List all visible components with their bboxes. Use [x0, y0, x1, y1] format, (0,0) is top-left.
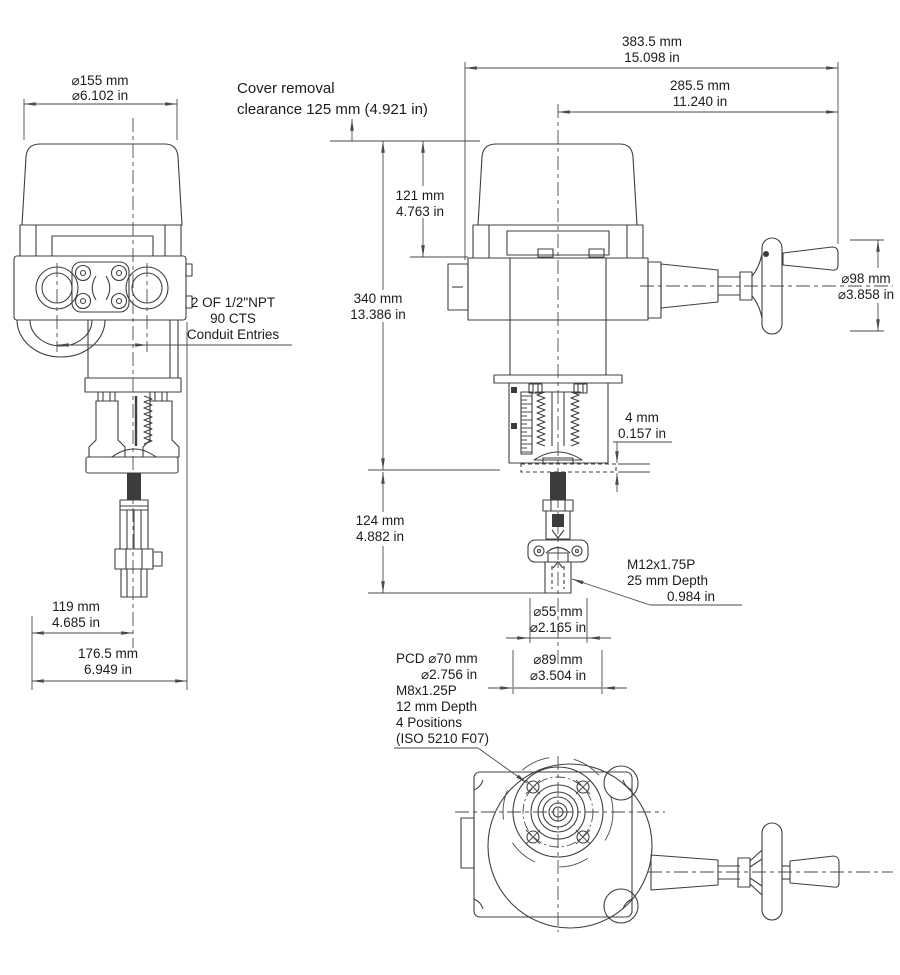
drive-shaft [660, 263, 719, 309]
note-cover-removal-2: clearance 125 mm (4.921 in) [237, 101, 428, 118]
note-stem-thread-2: 25 mm Depth [627, 573, 708, 588]
side-boss [447, 263, 469, 311]
dim-176-in: 6.949 in [84, 662, 132, 677]
threaded-rod [550, 472, 566, 500]
stem-cap [111, 448, 157, 458]
adapter-plate-hidden [520, 463, 617, 473]
threaded-rod [127, 473, 141, 500]
cover [477, 143, 638, 226]
note-stem-thread-3: 0.984 in [667, 589, 715, 604]
dim-55-in: ⌀2.165 in [530, 620, 586, 635]
dim-89-mm: ⌀89 mm [533, 652, 582, 667]
dim-gap-in: 0.157 in [618, 426, 666, 441]
lock-nut [114, 548, 154, 570]
dim-340-in: 13.386 in [350, 307, 406, 322]
note-mount-2: ⌀2.756 in [421, 667, 477, 682]
note-mount-1: PCD ⌀70 mm [396, 651, 478, 666]
yoke-plate [84, 377, 182, 393]
yoke [508, 382, 609, 464]
lead-screw [536, 391, 546, 447]
housing [13, 255, 193, 321]
housing [447, 257, 662, 321]
note-mount-6: (ISO 5210 F07) [396, 731, 489, 746]
cover-removal-note: Cover removal clearance 125 mm (4.921 in… [237, 80, 480, 142]
note-cover-removal-1: Cover removal [237, 80, 335, 97]
dim-cover-dia-mm: ⌀155 mm [72, 73, 129, 88]
yoke [88, 391, 180, 458]
dim-340-mm: 340 mm [354, 291, 403, 306]
stem-assembly [527, 472, 589, 594]
note-conduit-2: 90 CTS [210, 311, 256, 326]
dim-176-mm: 176.5 mm [78, 646, 138, 661]
side-view-dimensions: ⌀155 mm ⌀6.102 in 2 OF 1/2"NPT 90 CTS Co… [23, 73, 292, 690]
drive-shaft [650, 854, 719, 891]
dim-124-mm: 124 mm [356, 513, 405, 528]
dim-cover-dia-in: ⌀6.102 in [72, 88, 128, 103]
crank-handle [782, 246, 839, 271]
handwheel-assembly [648, 822, 893, 921]
gear-boss-arc [16, 319, 106, 358]
dim-overall-in: 15.098 in [624, 50, 680, 65]
dim-119-mm: 119 mm [52, 599, 100, 614]
note-mount-5: 4 Positions [396, 715, 462, 730]
note-conduit-1: 2 OF 1/2"NPT [191, 295, 275, 310]
handwheel [761, 822, 783, 921]
note-mount-4: 12 mm Depth [396, 699, 477, 714]
stem-assembly [114, 473, 163, 598]
dim-124-in: 4.882 in [356, 529, 404, 544]
dim-55-mm: ⌀55 mm [533, 604, 582, 619]
dim-wheel-in: ⌀3.858 in [838, 287, 894, 302]
position-scale [520, 391, 533, 455]
bolt-holes [525, 779, 591, 845]
stem-end [120, 568, 148, 598]
handwheel-assembly [640, 237, 893, 335]
body-circle [487, 763, 653, 929]
front-view [447, 104, 893, 668]
dim-overall-mm: 383.5 mm [622, 34, 682, 49]
cover [21, 143, 183, 226]
corner-lug [603, 888, 639, 924]
front-view-dimensions: 383.5 mm 15.098 in 285.5 mm 11.240 in 12… [350, 34, 894, 694]
base-flange [85, 456, 179, 474]
dim-gap-mm: 4 mm [625, 410, 659, 425]
side-boss [460, 817, 475, 869]
dim-121-in: 4.763 in [396, 204, 444, 219]
side-view [13, 118, 193, 648]
note-conduit-3: Conduit Entries [187, 327, 280, 342]
note-stem-thread-1: M12x1.75P [627, 557, 695, 572]
crank-handle [789, 855, 840, 888]
dim-wheel-mm: ⌀98 mm [841, 271, 890, 286]
dim-121-mm: 121 mm [396, 188, 445, 203]
dim-handle-in: 11.240 in [673, 94, 728, 109]
collar [19, 224, 182, 257]
mounting-flange [455, 756, 665, 932]
note-mount-3: M8x1.25P [396, 683, 457, 698]
lead-screw [143, 395, 153, 445]
terminal-plate [71, 261, 130, 313]
plan-view [455, 756, 893, 932]
dim-handle-mm: 285.5 mm [670, 78, 730, 93]
stem-cap [533, 451, 583, 461]
mounting-note: PCD ⌀70 mm ⌀2.756 in M8x1.25P 12 mm Dept… [394, 651, 528, 784]
dim-89-in: ⌀3.504 in [530, 668, 586, 683]
wheel-hub [737, 857, 751, 888]
dim-119-in: 4.685 in [52, 615, 100, 630]
corner-lug [603, 765, 639, 801]
